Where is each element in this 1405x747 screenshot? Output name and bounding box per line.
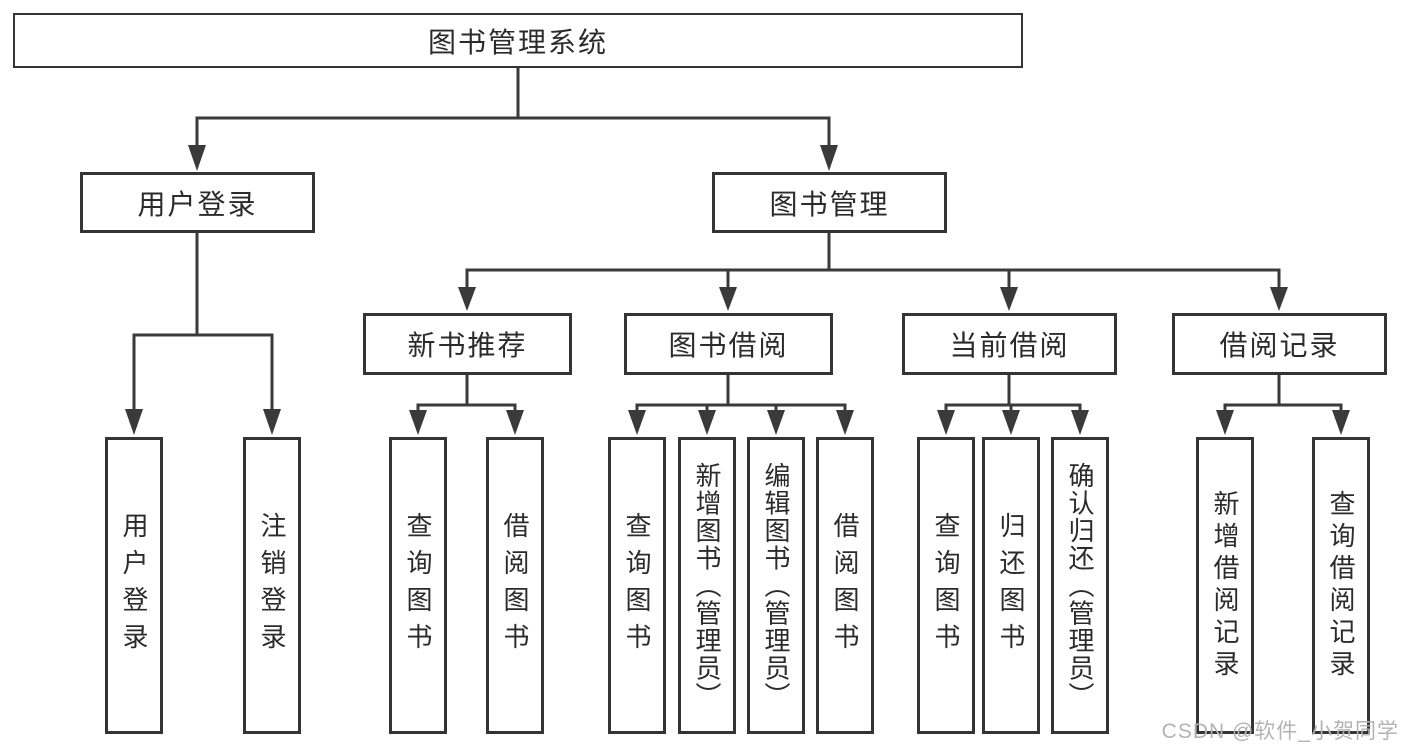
leaf-borrow-books: 借阅图书 (816, 437, 874, 734)
leaf-query-borrow-record: 查询借阅记录 (1312, 437, 1370, 734)
leaf-label: 查询图书 (931, 511, 961, 660)
csdn-watermark: CSDN @软件_小贺同学 (1161, 720, 1399, 743)
node-user-login: 用户登录 (80, 172, 315, 233)
leaf-add-borrow-record: 新增借阅记录 (1196, 437, 1254, 734)
leaf-label: 借阅图书 (830, 511, 860, 660)
arrowheads (125, 145, 1350, 435)
leaf-query-books-borrowing: 查询图书 (608, 437, 666, 734)
leaf-label: 归还图书 (996, 511, 1026, 660)
node-borrowing-records: 借阅记录 (1172, 313, 1387, 375)
leaf-add-book-admin: 新增图书（管理员） (678, 437, 736, 734)
leaf-label: 查询图书 (403, 511, 433, 660)
connector-book-management-to-level3 (465, 231, 1281, 292)
leaf-logout: 注销登录 (243, 437, 301, 734)
node-new-book-recommend: 新书推荐 (363, 313, 572, 375)
connector-new-book-recommend-to-leaves (416, 373, 517, 414)
node-label: 用户登录 (137, 188, 258, 220)
leaf-return-books: 归还图书 (982, 437, 1040, 734)
connector-current-borrowing-to-leaves (944, 373, 1082, 414)
leaf-label: 查询图书 (622, 511, 652, 660)
connector-user-login-to-leaves (132, 231, 274, 412)
leaf-label: 注销登录 (257, 511, 287, 660)
node-label: 当前借阅 (949, 330, 1070, 361)
node-label: 新书推荐 (407, 330, 528, 361)
leaf-confirm-return-admin: 确认归还（管理员） (1051, 437, 1109, 734)
leaf-label: 借阅图书 (500, 511, 530, 660)
leaf-label: 编辑图书（管理员） (761, 461, 791, 710)
leaf-label: 查询借阅记录 (1326, 489, 1356, 682)
leaf-user-login: 用户登录 (105, 437, 163, 734)
leaf-borrow-books-recommend: 借阅图书 (486, 437, 544, 734)
leaf-query-books-recommend: 查询图书 (389, 437, 447, 734)
leaf-edit-book-admin: 编辑图书（管理员） (747, 437, 805, 734)
connector-root-to-level2 (195, 66, 831, 150)
node-book-management: 图书管理 (712, 172, 947, 233)
leaf-label: 新增图书（管理员） (692, 461, 722, 710)
node-label: 借阅记录 (1219, 330, 1340, 361)
node-library-management-system: 图书管理系统 (13, 13, 1023, 68)
node-book-borrowing: 图书借阅 (624, 313, 833, 375)
node-label: 图书借阅 (668, 330, 789, 361)
node-label: 图书管理系统 (427, 26, 608, 58)
connector-borrowing-records-to-leaves (1223, 373, 1343, 414)
leaf-label: 新增借阅记录 (1210, 489, 1240, 682)
leaf-label: 用户登录 (119, 511, 149, 660)
leaf-label: 确认归还（管理员） (1065, 461, 1095, 710)
node-current-borrowing: 当前借阅 (902, 313, 1117, 375)
node-label: 图书管理 (769, 188, 890, 220)
connector-book-borrowing-to-leaves (635, 373, 847, 414)
leaf-query-books-current: 查询图书 (917, 437, 975, 734)
